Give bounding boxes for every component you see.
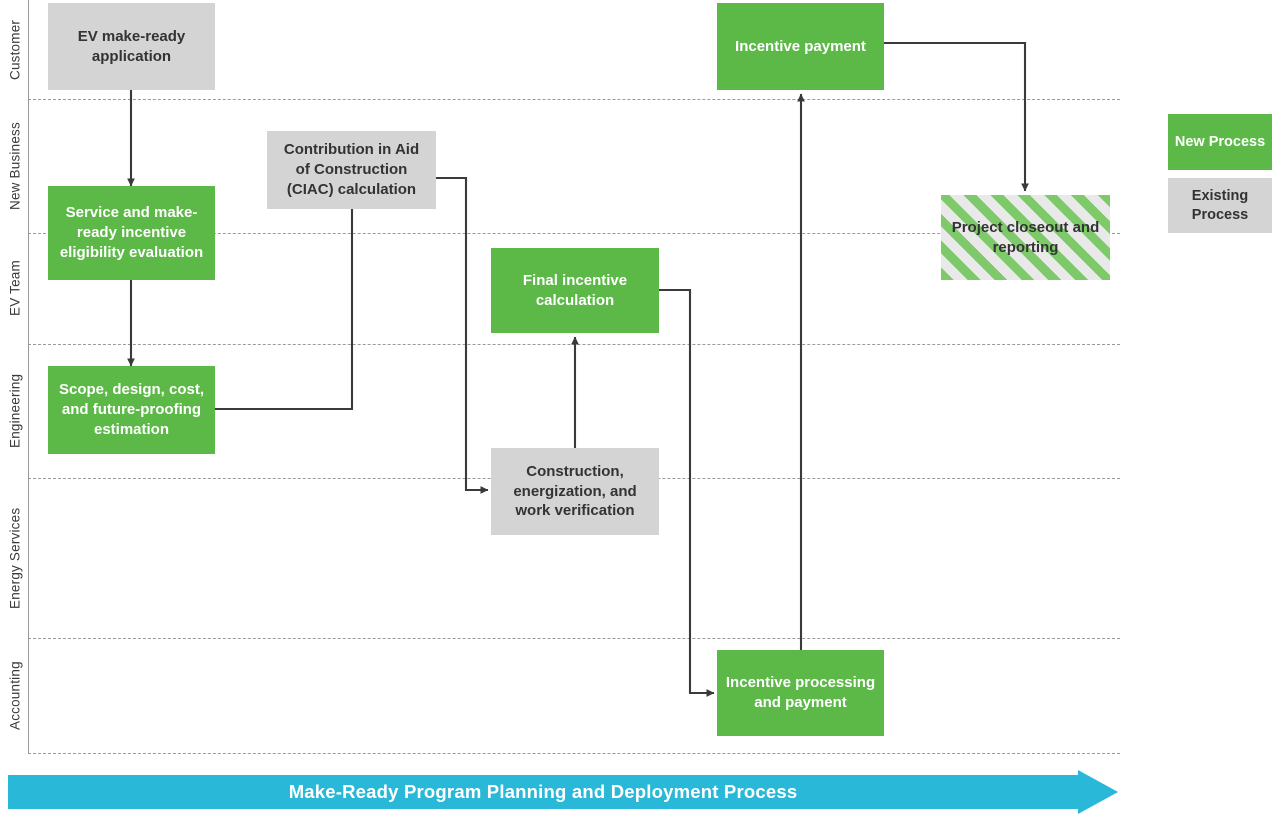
lane-label-new-business: New Business bbox=[7, 122, 23, 210]
lane-rule-customer bbox=[28, 0, 29, 99]
legend-new-process: New Process bbox=[1168, 114, 1272, 170]
node-incentive-processing-payment[interactable]: Incentive processing and payment bbox=[717, 650, 884, 736]
lane-rule-ev-team bbox=[28, 233, 29, 344]
lane-divider-5 bbox=[28, 638, 1120, 639]
node-label: Project closeout and reporting bbox=[951, 218, 1100, 256]
node-label: Contribution in Aid of Construction (CIA… bbox=[283, 141, 420, 198]
lane-divider-2 bbox=[28, 233, 1120, 234]
legend-existing-process: Existing Process bbox=[1168, 178, 1272, 233]
process-banner: Make-Ready Program Planning and Deployme… bbox=[8, 770, 1118, 814]
legend-new-process-label: New Process bbox=[1174, 133, 1266, 150]
node-final-incentive-calculation[interactable]: Final incentive calculation bbox=[491, 248, 659, 333]
node-scope-design-cost-estimation[interactable]: Scope, design, cost, and future-proofing… bbox=[48, 366, 215, 454]
lane-divider-3 bbox=[28, 344, 1120, 345]
legend-existing-process-label: Existing Process bbox=[1191, 187, 1249, 223]
lane-label-accounting: Accounting bbox=[7, 661, 23, 730]
node-label: Incentive processing and payment bbox=[725, 674, 876, 711]
node-ev-make-ready-application[interactable]: EV make-ready application bbox=[48, 3, 215, 90]
node-service-eligibility-evaluation[interactable]: Service and make-ready incentive eligibi… bbox=[48, 186, 215, 280]
node-label: Construction, energization, and work ver… bbox=[513, 462, 637, 520]
lane-rule-engineering bbox=[28, 344, 29, 478]
lane-rule-new-business bbox=[28, 99, 29, 233]
node-label: Incentive payment bbox=[735, 37, 866, 55]
node-label: EV make-ready application bbox=[77, 27, 186, 65]
lane-rule-energy-services bbox=[28, 478, 29, 638]
flow-ciac-to-construction bbox=[436, 176, 489, 494]
flow-scope-to-ciac bbox=[215, 196, 356, 411]
banner-arrow-shape bbox=[8, 770, 1118, 814]
lane-divider-6 bbox=[28, 753, 1120, 754]
node-ciac-calculation[interactable]: Contribution in Aid of Construction (CIA… bbox=[267, 131, 436, 209]
node-label: Service and make-ready incentive eligibi… bbox=[59, 204, 204, 261]
node-incentive-payment[interactable]: Incentive payment bbox=[717, 3, 884, 90]
lane-label-customer: Customer bbox=[7, 19, 23, 80]
lane-label-ev-team: EV Team bbox=[7, 260, 23, 317]
flow-incentive-payment-to-closeout bbox=[884, 41, 1029, 192]
node-label: Final incentive calculation bbox=[522, 271, 628, 309]
lane-label-engineering: Engineering bbox=[7, 373, 23, 449]
node-project-closeout-reporting[interactable]: Project closeout and reporting bbox=[941, 195, 1110, 280]
node-construction-energization[interactable]: Construction, energization, and work ver… bbox=[491, 448, 659, 535]
node-label: Scope, design, cost, and future-proofing… bbox=[58, 381, 205, 438]
lane-label-energy-services: Energy Services bbox=[7, 507, 23, 609]
flow-final-incentive-to-processing bbox=[659, 288, 715, 697]
lane-rule-accounting bbox=[28, 638, 29, 753]
lane-divider-1 bbox=[28, 99, 1120, 100]
banner-title: Make-Ready Program Planning and Deployme… bbox=[288, 781, 798, 802]
